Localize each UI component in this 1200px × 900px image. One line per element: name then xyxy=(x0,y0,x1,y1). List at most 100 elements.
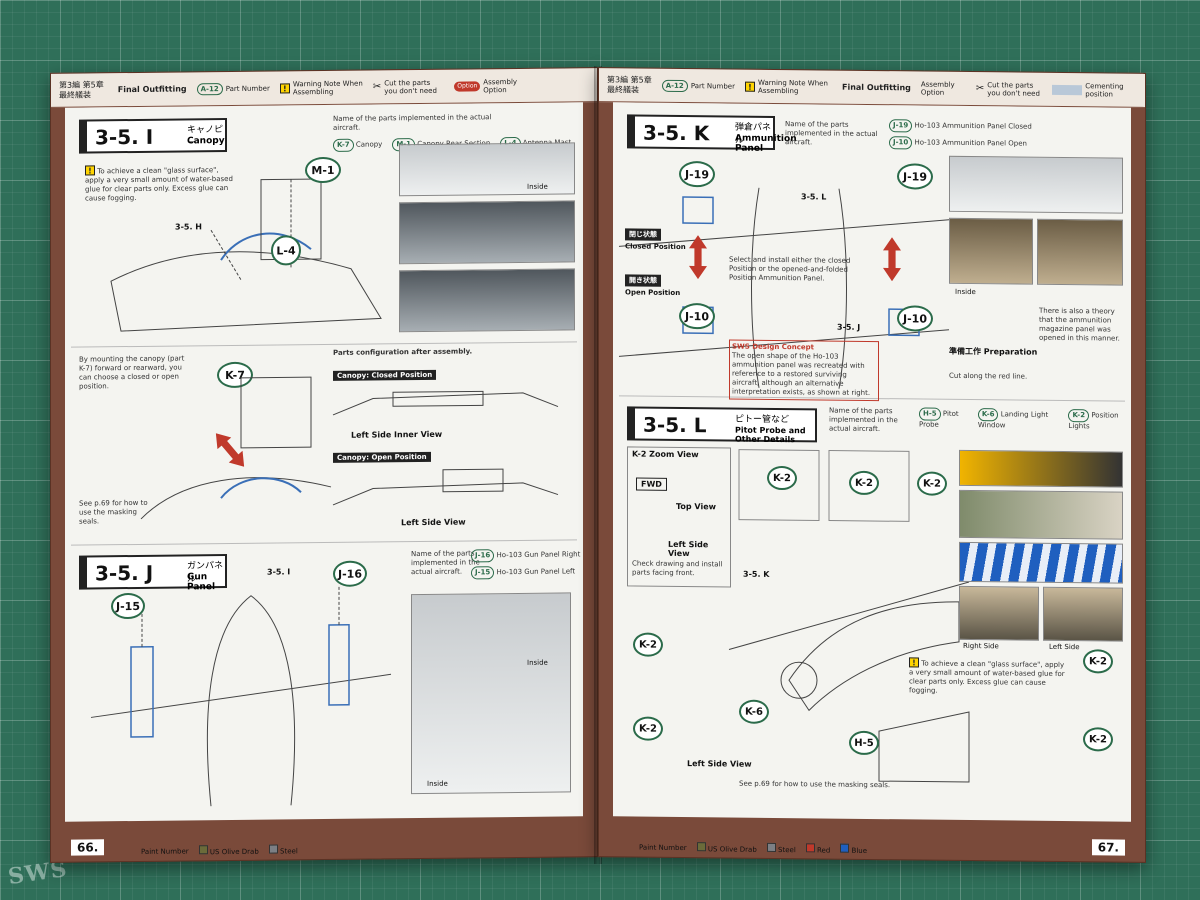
paint-legend-right: Paint Number US Olive Drab Steel Red Blu… xyxy=(639,842,868,855)
ref-section-k: 3-5. K xyxy=(743,569,770,579)
olive-drab-swatch xyxy=(696,842,706,852)
left-side-label: Left Side View xyxy=(668,539,709,559)
real-parts-note: Name of the parts implemented in the act… xyxy=(829,406,898,434)
legend-warning: ! Warning Note When Assembling xyxy=(279,79,363,96)
left-page-content: 3-5. I キャノピー Canopy ! To achieve a clean… xyxy=(65,102,583,822)
gun-panel-photo xyxy=(411,592,571,795)
legend-warning: ! Warning Note When Assembling xyxy=(744,78,828,95)
canopy-photo-2 xyxy=(399,200,575,265)
section-ammunition-panel: 3-5. K 弾倉パネル Ammunition Panel Name of th… xyxy=(618,106,1125,402)
ammo-panel-photo-3 xyxy=(1037,218,1123,286)
legend-option: Option Assembly Option xyxy=(454,77,528,94)
steel-swatch xyxy=(766,842,776,852)
ref-section-i: 3-5. I xyxy=(267,567,291,577)
scissors-icon: ✂ xyxy=(975,82,985,94)
right-page: 第3編 第5章 最終艤装 A-12 Part Number ! Warning … xyxy=(598,67,1146,863)
ammo-panel-photo-1 xyxy=(949,155,1123,214)
part-badge-k2-6: K-2 xyxy=(1083,649,1113,674)
part-badge-h5: H-5 xyxy=(849,730,879,756)
part-badge-k2-7: K-2 xyxy=(1083,727,1113,752)
legend-part-number: A-12 Part Number xyxy=(661,79,735,92)
legend-cut: ✂ Cut the parts you don't need xyxy=(372,78,437,95)
ammunition-panel-drawing xyxy=(618,187,950,389)
mask-note: See p.69 for how to use the masking seal… xyxy=(79,498,148,526)
gun-panel-drawing xyxy=(90,584,392,807)
part-badge-j10-b: J-10 xyxy=(897,305,933,332)
warning-icon: ! xyxy=(744,81,755,92)
check-note: Check drawing and install parts facing f… xyxy=(632,559,723,578)
legend-option: Assembly Option xyxy=(920,80,955,97)
closed-position-en: Closed Position xyxy=(625,242,686,252)
closed-position-jp: 閉じ状態 xyxy=(625,228,661,241)
scissors-icon: ✂ xyxy=(372,80,382,92)
design-concept-box: SWS Design Concept The open shape of the… xyxy=(729,339,879,402)
olive-drab-swatch xyxy=(198,845,208,855)
real-parts-note: Name of the parts implemented in the act… xyxy=(785,120,878,147)
open-position-en: Open Position xyxy=(625,288,681,297)
instruction-booklet: 第3編 第5章 最終艤装 Final Outfitting A-12 Part … xyxy=(46,52,1146,872)
section-canopy-position: By mounting the canopy (part K-7) forwar… xyxy=(71,344,577,546)
real-parts-note: Name of the parts implemented in the act… xyxy=(333,113,492,132)
left-page: 第3編 第5章 最終艤装 Final Outfitting A-12 Part … xyxy=(50,67,598,863)
ammo-panel-photo-2 xyxy=(949,217,1033,285)
page-number-right: 67. xyxy=(1091,839,1125,856)
part-badge-k2-4: K-2 xyxy=(633,632,663,657)
cut-red-note: Cut along the red line. xyxy=(949,371,1028,381)
part-badge-j10: J-10 xyxy=(679,302,715,330)
section-title: 3-5. L ピトー管など Pitot Probe and Other Deta… xyxy=(627,406,817,444)
inside-label: Inside xyxy=(955,287,976,297)
pitot-photo-3 xyxy=(959,541,1123,584)
part-badge-k2-1: K-2 xyxy=(767,465,797,491)
parts-list: H-5 Pitot Probe K-6 Landing Light Window… xyxy=(919,407,1129,431)
red-swatch xyxy=(805,843,815,853)
preparation-label: 準備工作 Preparation xyxy=(949,346,1038,357)
closed-canopy-profile xyxy=(332,390,559,416)
part-badge-k6: K-6 xyxy=(739,699,769,724)
canopy-slide-drawing xyxy=(140,376,332,520)
blue-swatch xyxy=(840,843,850,853)
left-side-view-label: Left Side View xyxy=(687,759,752,769)
part-badge-j16: J-16 xyxy=(333,560,367,587)
section-gun-panel: 3-5. J ガンパネル Gun Panel Name of the parts… xyxy=(71,542,580,817)
open-position-jp: 開き状態 xyxy=(625,274,661,287)
legend-cementing: Cementing position xyxy=(1052,81,1135,98)
chapter-label: 第3編 第5章 最終艤装 xyxy=(59,79,104,100)
wingtip-photo-right xyxy=(959,585,1039,641)
ref-section-j: 3-5. J xyxy=(837,322,861,332)
steel-swatch xyxy=(268,844,278,854)
final-outfitting-label: Final Outfitting xyxy=(117,84,187,95)
canopy-assembly-drawing xyxy=(110,178,382,332)
warning-icon: ! xyxy=(85,165,95,176)
glass-note: ! To achieve a clean "glass surface", ap… xyxy=(909,657,1065,695)
zoom-view-label: K-2 Zoom View xyxy=(632,449,699,460)
theory-note: There is also a theory that the ammuniti… xyxy=(1039,306,1120,343)
top-view-label: Top View xyxy=(676,501,717,512)
fwd-label: FWD xyxy=(636,477,667,491)
config-note: Parts configuration after assembly. xyxy=(333,347,473,357)
paint-legend-left: Paint Number US Olive Drab Steel xyxy=(141,844,298,857)
pitot-photo-2 xyxy=(959,489,1123,540)
section-pitot-probe: 3-5. L ピトー管など Pitot Probe and Other Deta… xyxy=(619,398,1125,817)
wingtip-photo-left xyxy=(1043,586,1123,642)
canopy-photo-3 xyxy=(399,268,575,333)
part-badge-j19-b: J-19 xyxy=(897,163,933,190)
closed-position-label: Canopy: Closed Position xyxy=(333,369,437,381)
parts-list: J-16 Ho-103 Gun Panel Right J-15 Ho-103 … xyxy=(471,548,581,580)
left-page-header: 第3編 第5章 最終艤装 Final Outfitting A-12 Part … xyxy=(51,68,597,108)
inner-view-label: Left Side Inner View xyxy=(351,429,443,440)
open-canopy-profile xyxy=(332,468,559,506)
warning-icon: ! xyxy=(909,657,919,668)
right-side-label: Right Side xyxy=(963,641,999,651)
legend-part-number: A-12 Part Number xyxy=(196,82,270,95)
canopy-photo-1 xyxy=(399,142,575,197)
section-title: 3-5. J ガンパネル Gun Panel xyxy=(79,554,227,592)
open-position-label: Canopy: Open Position xyxy=(333,451,431,463)
part-badge-j19: J-19 xyxy=(679,160,715,188)
warning-icon: ! xyxy=(279,82,290,93)
part-badge-k2-3: K-2 xyxy=(917,471,947,496)
final-outfitting-label: Final Outfitting xyxy=(841,82,911,93)
right-page-content: 3-5. K 弾倉パネル Ammunition Panel Name of th… xyxy=(613,102,1131,822)
ref-section-h: 3-5. H xyxy=(175,222,202,232)
inside-label-2: Inside xyxy=(427,779,448,788)
side-view-label: Left Side View xyxy=(401,517,466,528)
